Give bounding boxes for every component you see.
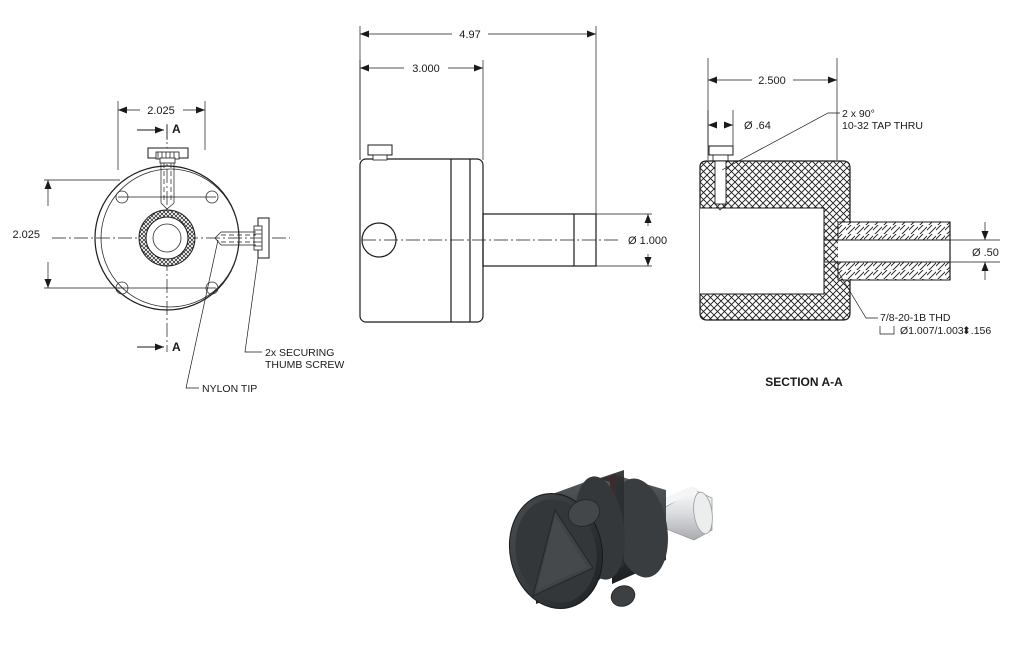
isometric-render	[508, 470, 713, 610]
callout-thread: 7/8-20-1B THD Ø1.007/1.003 ⬍.156	[833, 264, 991, 337]
section-screw-head-dimension: Ø .64	[707, 110, 771, 146]
front-view: 2.025 2.025 A A	[12, 101, 344, 395]
section-screw-shank	[714, 160, 727, 211]
note-nylon-tip-line1: NYLON TIP	[202, 383, 257, 395]
section-length-dimension: 2.500	[707, 58, 838, 160]
side-body	[359, 158, 484, 323]
front-thumb-screw-right	[214, 217, 270, 259]
note-thumb-screw: 2x SECURING THUMB SCREW	[244, 257, 344, 371]
callout-thread-line1: 7/8-20-1B THD	[880, 312, 951, 324]
callout-thread-line3: ⬍.156	[962, 325, 991, 337]
section-bore-diameter-dimension: Ø .50	[950, 222, 1000, 280]
note-thumb-screw-line2: THUMB SCREW	[265, 359, 344, 371]
iso-rear-ring	[612, 474, 668, 584]
front-center-knurl	[138, 209, 196, 267]
side-overall-length-value: 4.97	[459, 29, 480, 41]
section-screw-head	[708, 145, 734, 162]
callout-tap-line1: 2 x 90°	[842, 108, 875, 120]
section-mark-bottom-label: A	[172, 340, 181, 354]
section-view: 2.500 Ø .64	[699, 58, 1000, 389]
front-width-value: 2.025	[147, 105, 175, 117]
front-height-value: 2.025	[12, 229, 40, 241]
side-body-length-dimension: 3.000	[359, 60, 484, 160]
section-length-value: 2.500	[758, 75, 786, 87]
side-thumb-screw-head	[367, 144, 393, 161]
side-overall-length-dimension: 4.97	[359, 26, 597, 222]
callout-tap: 2 x 90° 10-32 TAP THRU	[721, 108, 923, 171]
section-mark-top-label: A	[172, 122, 181, 136]
front-width-dimension: 2.025	[117, 101, 206, 170]
section-bore-diameter-value: Ø .50	[972, 247, 999, 259]
counterbore-symbol	[879, 326, 895, 335]
side-shaft-diameter-value: Ø 1.000	[628, 235, 667, 247]
section-label: SECTION A-A	[765, 375, 843, 389]
section-shaft	[824, 221, 951, 281]
note-nylon-tip: NYLON TIP	[185, 239, 257, 395]
front-thumb-screw-top	[147, 147, 189, 210]
callout-thread-line2: Ø1.007/1.003	[900, 325, 964, 337]
front-height-dimension: 2.025	[12, 179, 120, 289]
iso-shaft	[660, 486, 713, 541]
side-shaft-diameter-dimension: Ø 1.000	[596, 213, 667, 267]
section-mark-top: A	[137, 122, 181, 140]
section-screw-head-value: Ø .64	[744, 120, 771, 132]
section-mark-bottom: A	[137, 340, 181, 354]
side-body-length-value: 3.000	[412, 63, 440, 75]
note-thumb-screw-line1: 2x SECURING	[265, 347, 334, 359]
iso-thumb-screw-bottom	[610, 585, 636, 607]
iso-thumb-screw-top	[567, 499, 601, 527]
section-inner-chamber	[700, 207, 825, 295]
callout-tap-line2: 10-32 TAP THRU	[842, 120, 923, 132]
side-view: 4.97 3.000	[359, 26, 667, 323]
